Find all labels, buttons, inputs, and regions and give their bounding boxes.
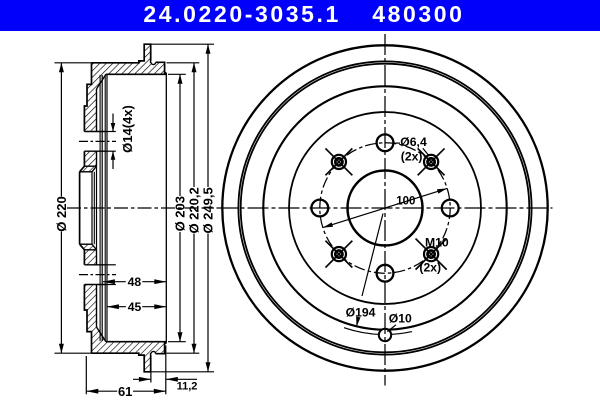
svg-text:100: 100 [396,196,415,208]
svg-text:Ø194: Ø194 [346,306,376,320]
svg-text:Ø6,4: Ø6,4 [400,135,427,149]
svg-text:45: 45 [128,300,142,314]
svg-text:48: 48 [128,275,142,289]
svg-text:11,2: 11,2 [177,381,198,393]
svg-text:Ø14(4x): Ø14(4x) [120,105,135,153]
svg-text:(2x): (2x) [419,261,441,275]
svg-text:Ø 203: Ø 203 [173,196,188,231]
svg-text:Ø10: Ø10 [389,312,412,326]
svg-text:Ø 220,2: Ø 220,2 [187,187,202,233]
svg-text:61: 61 [118,384,132,399]
svg-text:Ø 220: Ø 220 [54,196,69,231]
svg-text:Ø 249,5: Ø 249,5 [201,187,216,233]
svg-text:M10: M10 [425,236,449,250]
svg-text:(2x): (2x) [401,150,423,164]
